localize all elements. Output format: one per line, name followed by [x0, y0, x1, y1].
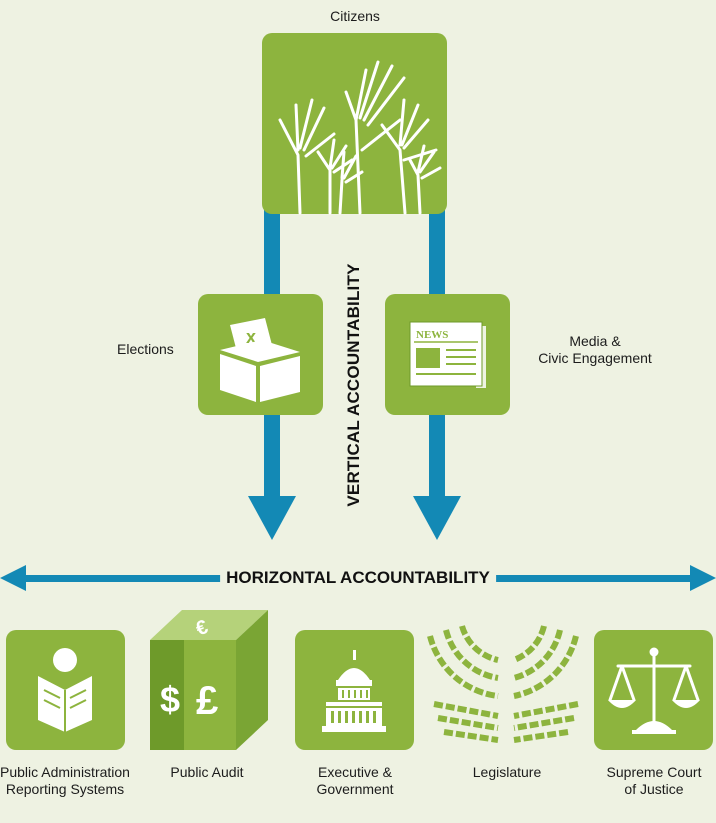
scales-of-justice-icon	[608, 647, 700, 724]
public-administration-box	[6, 630, 125, 750]
citizens-label: Citizens	[330, 8, 380, 24]
newspaper-icon: NEWS	[409, 321, 486, 388]
reader-book-icon	[38, 648, 92, 732]
svg-text:x: x	[246, 327, 256, 347]
public-audit-label: Public Audit	[170, 764, 244, 780]
elections-label: Elections	[117, 341, 174, 357]
media-box: NEWS	[385, 294, 510, 415]
executive-box	[295, 630, 414, 750]
svg-text:£: £	[196, 679, 218, 723]
legislature-label: Legislature	[472, 764, 542, 780]
executive-label: Executive & Government	[316, 764, 394, 797]
media-label: Media & Civic Engagement	[538, 333, 652, 366]
capitol-building-icon	[322, 650, 386, 732]
elections-box: x	[198, 294, 323, 415]
parliament-seats-icon	[427, 625, 579, 743]
news-text: NEWS	[416, 329, 448, 341]
money-cube-icon: $ £ €	[150, 610, 268, 750]
svg-text:$: $	[160, 679, 180, 720]
supreme-court-label: Supreme Court of Justice	[606, 764, 702, 797]
vertical-accountability-label: VERTICAL ACCOUNTABILITY	[344, 263, 363, 507]
horizontal-accountability-label: HORIZONTAL ACCOUNTABILITY	[220, 568, 496, 588]
public-administration-label: Public Administration Reporting Systems	[0, 764, 130, 797]
citizens-box	[262, 33, 447, 215]
supreme-court-box	[594, 630, 713, 750]
raised-hands-icon	[278, 60, 442, 215]
ballot-box-icon: x	[220, 318, 300, 402]
